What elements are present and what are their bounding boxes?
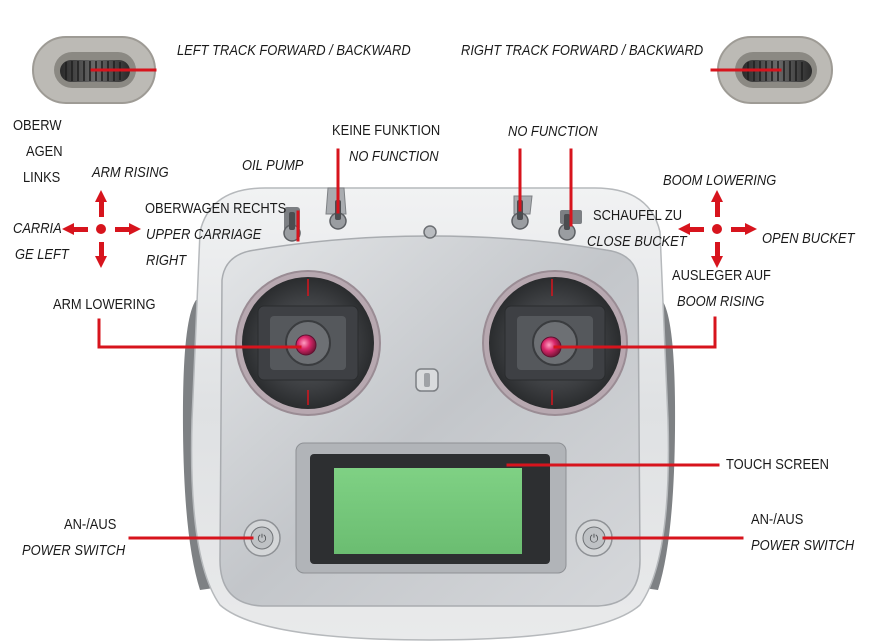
right-direction-cross [678, 190, 757, 268]
touch-screen [295, 442, 567, 574]
label-arm-rising: ARM RISING [92, 164, 169, 181]
label-boom-rising: BOOM RISING [677, 293, 765, 310]
label-carriage-left-1: CARRIA [13, 220, 62, 237]
label-power-right-en: POWER SWITCH [751, 537, 855, 554]
left-direction-cross [62, 190, 141, 268]
label-right-track: RIGHT TRACK FORWARD / BACKWARD [461, 42, 704, 59]
label-ausleger-auf: AUSLEGER AUF [672, 267, 771, 284]
label-no-function-right: NO FUNCTION [508, 123, 598, 140]
label-oil-pump: OIL PUMP [242, 157, 304, 174]
label-touch-screen: TOUCH SCREEN [726, 456, 829, 473]
label-left-track: LEFT TRACK FORWARD / BACKWARD [177, 42, 411, 59]
label-boom-lowering: BOOM LOWERING [663, 172, 777, 189]
right-joystick [482, 270, 628, 416]
label-oberwagen-rechts: OBERWAGEN RECHTS [145, 200, 287, 217]
svg-text:⏻: ⏻ [590, 532, 599, 545]
center-top-screw [423, 225, 437, 239]
switch-far-left [283, 207, 301, 242]
label-power-left-en: POWER SWITCH [22, 542, 126, 559]
callout-lines [90, 68, 782, 540]
label-arm-lowering: ARM LOWERING [53, 296, 156, 313]
label-open-bucket: OPEN BUCKET [762, 230, 855, 247]
label-keine-funktion: KEINE FUNKTION [332, 122, 441, 139]
svg-text:⏻: ⏻ [258, 532, 267, 545]
label-carriage-left-2: GE LEFT [15, 246, 69, 263]
label-schaufel-zu: SCHAUFEL ZU [593, 207, 683, 224]
label-upper-carriage-right-2: RIGHT [146, 252, 187, 269]
label-upper-carriage-right-1: UPPER CARRIAGE [146, 226, 262, 243]
label-no-function-left: NO FUNCTION [349, 148, 439, 165]
center-button [415, 368, 439, 392]
label-power-left-de: AN-/AUS [64, 516, 117, 533]
label-close-bucket: CLOSE BUCKET [587, 233, 687, 250]
label-oberwagen-links-1: OBERW [13, 117, 62, 134]
label-power-right-de: AN-/AUS [751, 511, 804, 528]
label-oberwagen-links-3: LINKS [23, 169, 61, 186]
left-joystick [235, 270, 381, 416]
label-oberwagen-links-2: AGEN [26, 143, 63, 160]
right-power-button: ⏻ [575, 519, 613, 557]
